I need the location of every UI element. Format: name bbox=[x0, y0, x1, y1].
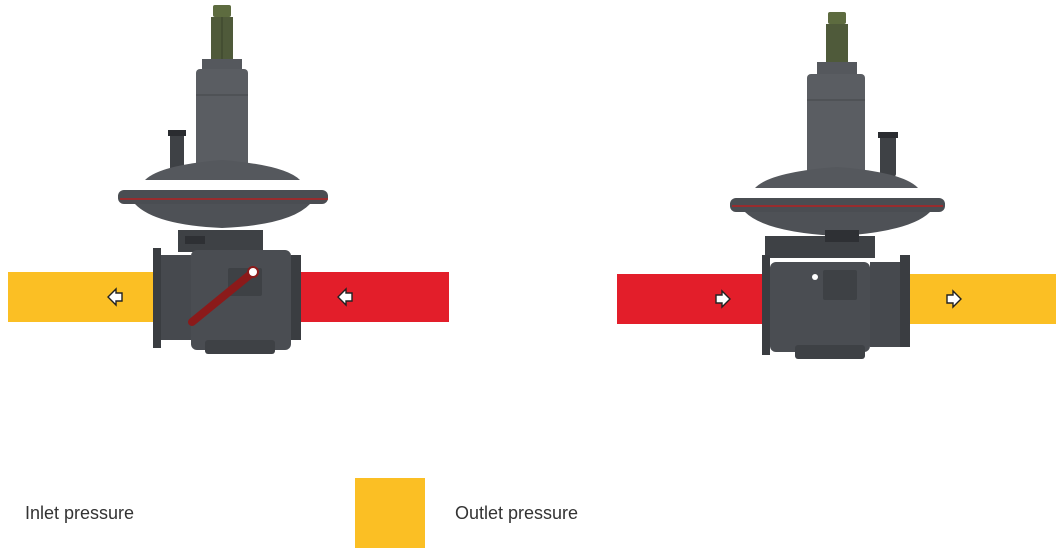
right-outlet-arrow-icon bbox=[946, 289, 962, 309]
left-inlet-pipe bbox=[300, 272, 449, 322]
right-outlet-pipe bbox=[906, 274, 1056, 324]
outlet-legend-swatch bbox=[355, 478, 425, 548]
left-regulator-valve bbox=[118, 5, 328, 354]
left-outlet-arrow-icon bbox=[107, 287, 123, 307]
inlet-legend-label: Inlet pressure bbox=[25, 503, 135, 523]
right-regulator-valve bbox=[730, 12, 945, 359]
outlet-legend-label: Outlet pressure bbox=[455, 503, 579, 523]
right-inlet-pipe bbox=[617, 274, 767, 324]
right-inlet-arrow-icon bbox=[715, 289, 731, 309]
left-inlet-arrow-icon bbox=[337, 287, 353, 307]
left-outlet-pipe bbox=[8, 272, 158, 322]
